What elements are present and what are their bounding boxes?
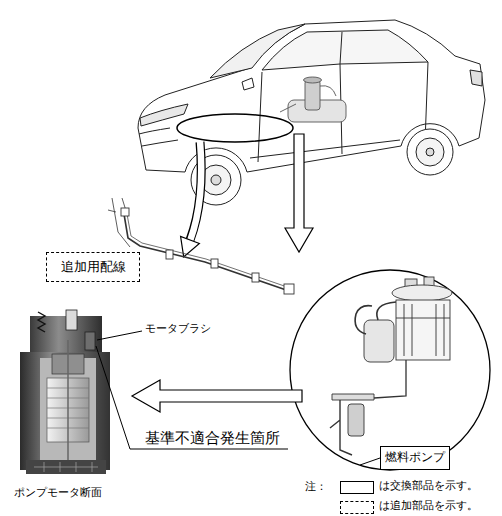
leader-line — [96, 346, 130, 449]
car-rear-light — [470, 70, 482, 86]
fuel-filter — [364, 320, 394, 362]
pointer-arrow — [132, 380, 302, 412]
part-label: モータブラシ — [145, 322, 211, 335]
legend-swatch — [340, 501, 374, 514]
car-door-line — [250, 62, 428, 162]
fuel-tank-sketch — [280, 77, 346, 122]
fuel-pump-sketch — [305, 80, 320, 110]
fuel-hose — [355, 302, 396, 334]
impeller-detail — [34, 462, 98, 472]
defect-location-label: 基準不適合発生箇所 — [145, 429, 280, 447]
leader-line — [97, 331, 142, 340]
added-part-box: 追加用配線 — [46, 252, 140, 282]
fuel-pump-sketch — [304, 77, 322, 83]
wire-clip — [121, 208, 129, 216]
wire-connector — [284, 284, 294, 294]
wire-clip — [252, 273, 259, 282]
legend-text: は追加部品を示す。 — [379, 499, 478, 512]
legend-swatch — [340, 481, 374, 494]
car-wheel — [211, 175, 221, 185]
wire-clip — [211, 259, 218, 268]
pump-module — [396, 300, 450, 360]
figure-caption: ポンプモータ断面 — [14, 486, 102, 499]
car-body — [138, 20, 485, 172]
highlight-ellipse — [177, 114, 293, 142]
note-marker: 注： — [305, 480, 327, 493]
pump-body — [348, 404, 364, 436]
car-wheel — [416, 138, 444, 166]
pump-flange — [392, 285, 452, 301]
fuel-pipe — [280, 86, 336, 112]
car-grille — [139, 128, 178, 146]
legend-text: は交換部品を示す。 — [379, 479, 478, 492]
pump-bracket — [374, 360, 406, 398]
label-underline — [130, 448, 288, 449]
motor-impeller — [26, 460, 106, 474]
car-side-window — [262, 30, 428, 70]
wire — [127, 214, 293, 289]
node-text: 燃料ポンプ — [385, 451, 445, 465]
node-text: 追加用配線 — [61, 260, 126, 275]
car-pillar — [340, 32, 342, 64]
sender-rod — [330, 400, 352, 455]
motor-brush — [85, 332, 95, 350]
car-illustration — [138, 20, 485, 205]
car-mirror — [242, 78, 254, 90]
fuel-pump-assembly — [330, 277, 452, 455]
wire-clip — [166, 250, 173, 259]
pointer-arrow — [285, 134, 313, 252]
magnify-circle — [290, 270, 490, 470]
arrow-shaft — [190, 142, 201, 240]
motor-terminal — [66, 310, 77, 330]
pump-bracket — [332, 394, 374, 400]
motor-housing — [20, 352, 110, 470]
wire — [124, 214, 292, 292]
part-name-box: 燃料ポンプ — [380, 446, 450, 470]
pump-motor-section — [20, 310, 110, 474]
arrow-head — [181, 237, 200, 257]
pointer-arrow — [181, 141, 202, 257]
car-wheel — [426, 148, 434, 156]
motor-shaft — [67, 340, 69, 470]
pump-module-rib — [396, 304, 450, 356]
terminal-spring — [38, 312, 45, 332]
leader-line — [360, 458, 380, 465]
arrow-shaft — [190, 141, 201, 241]
body-panel-line — [108, 198, 130, 247]
car-wheel — [407, 129, 453, 175]
